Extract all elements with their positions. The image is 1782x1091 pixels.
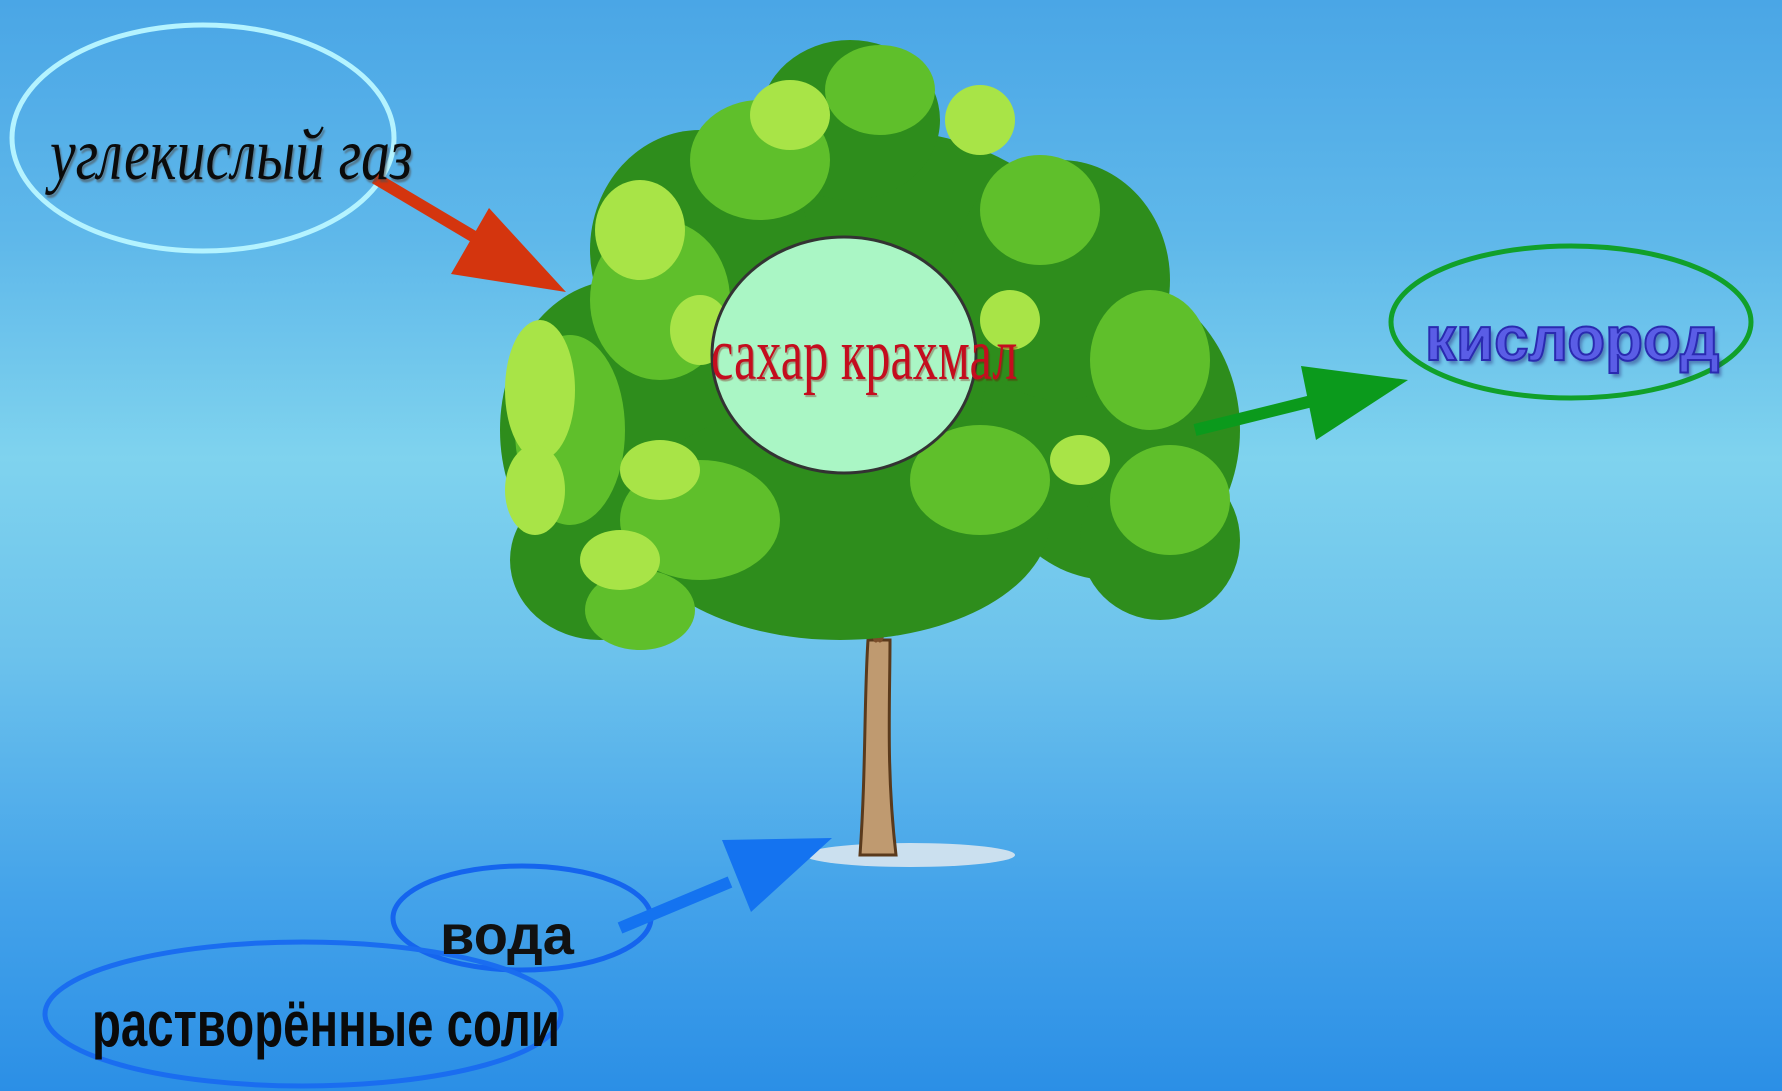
oxygen-label: кислород	[1424, 305, 1720, 374]
water-label: вода	[440, 903, 574, 966]
dissolved-salts-label: растворённые соли	[92, 988, 560, 1060]
salts-ellipse	[42, 939, 564, 1089]
co2-arrow	[371, 172, 566, 292]
water-arrow	[617, 838, 832, 934]
co2-ellipse	[9, 22, 397, 254]
sugar-starch-circle	[710, 235, 978, 475]
ground-shadow	[805, 843, 1015, 867]
oxygen-arrow	[1193, 366, 1408, 440]
carbon-dioxide-label: углекислый газ	[50, 114, 413, 196]
oxygen-ellipse	[1388, 243, 1754, 401]
sugar-starch-label: сахар крахмал	[711, 314, 1018, 396]
